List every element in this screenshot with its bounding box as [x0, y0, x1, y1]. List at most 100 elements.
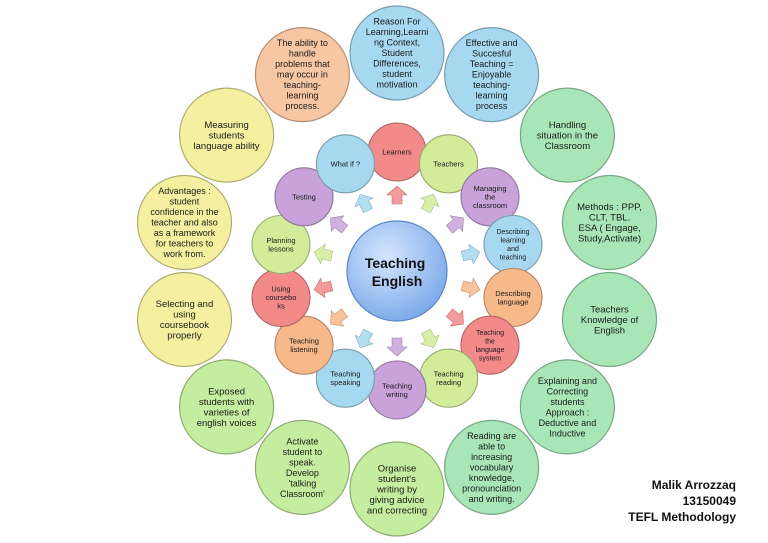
- outer-node-label-line: Succesful: [472, 49, 511, 59]
- outer-node-label-line: CLT, TBL.: [589, 213, 630, 224]
- outer-node-circle: [561, 271, 658, 368]
- arrow-icon: [460, 243, 481, 265]
- outer-node-label-line: Student: [381, 48, 413, 58]
- outer-node-label-line: Explaining and: [538, 376, 597, 386]
- outer-node-label-line: increasing: [471, 452, 512, 462]
- outer-node-label-line: Reason For: [373, 17, 420, 27]
- inner-node-label-line: Learners: [382, 148, 412, 157]
- outer-node-label-line: vocabulary: [470, 463, 514, 473]
- outer-node-label-line: student's: [378, 474, 416, 485]
- outer-node-label-line: Study,Activate): [578, 234, 641, 245]
- inner-node-label-line: Describing: [495, 289, 530, 298]
- arrow-icon: [354, 194, 374, 214]
- outer-node-circle: [179, 87, 275, 183]
- outer-node-label-line: speak.: [289, 457, 316, 467]
- outer-node: Methods : PPP,CLT, TBL.ESA ( Engage,Stud…: [561, 174, 658, 271]
- inner-node: Learners: [367, 122, 427, 182]
- inner-node-label-line: Teaching: [382, 381, 412, 390]
- outer-node-label-line: Correcting: [547, 386, 589, 396]
- outer-node-label-line: students with: [199, 397, 254, 408]
- inner-node-label-line: Teaching: [289, 337, 319, 346]
- inner-node-circle: [460, 315, 520, 375]
- outer-node-label-line: Enjoyable: [472, 70, 512, 80]
- outer-node-circle: [349, 5, 445, 101]
- outer-node-circle: [179, 359, 275, 455]
- outer-node-label-line: knowledge,: [469, 473, 515, 483]
- outer-node-label-line: process: [476, 101, 508, 111]
- outer-node-label-line: student: [170, 197, 200, 207]
- outer-node-label: Methods : PPP,CLT, TBL.ESA ( Engage,Stud…: [577, 202, 642, 245]
- outer-node-label-line: English: [594, 325, 625, 336]
- center-node: Teaching English: [346, 220, 448, 322]
- outer-node-label-line: Approach :: [546, 407, 590, 417]
- inner-node-label-line: coursebo: [266, 293, 297, 302]
- inner-node-label-line: Teaching: [476, 330, 504, 337]
- credit-name: Malik Arrozzaq: [651, 478, 736, 492]
- outer-node-label-line: Differences,: [373, 59, 421, 69]
- outer-node-label-line: Measuring: [204, 120, 248, 131]
- outer-node-label-line: situation in the: [537, 130, 598, 141]
- inner-node-label-line: classroom: [473, 201, 507, 210]
- arrow-icon: [420, 194, 440, 214]
- inner-node-label-line: the: [485, 338, 495, 345]
- arrow-icon: [313, 277, 334, 299]
- outer-node-label-line: giving advice: [370, 495, 425, 506]
- outer-node-circle: [519, 359, 616, 455]
- inner-node-label-line: What if ?: [331, 159, 361, 168]
- outer-node-label-line: Organise: [378, 463, 417, 474]
- arrow-icon: [386, 337, 408, 357]
- outer-node-circle: [561, 174, 658, 271]
- inner-node-label-line: Teaching: [434, 370, 464, 379]
- inner-node-label: What if ?: [331, 159, 361, 168]
- inner-node-label-line: Planning: [266, 236, 295, 245]
- outer-node-circle: [254, 419, 350, 515]
- outer-node-label-line: student to: [283, 447, 323, 457]
- outer-node-label-line: teaching-: [284, 80, 321, 90]
- outer-node-label-line: for teachers to: [156, 239, 214, 249]
- inner-node-label-line: writing: [385, 390, 408, 399]
- arrow-icon: [330, 308, 349, 327]
- outer-node-circle: [444, 419, 540, 515]
- outer-node-label-line: teacher and also: [151, 218, 218, 228]
- outer-node-label-line: Deductive and: [539, 418, 597, 428]
- outer-node-label-line: student: [382, 69, 412, 79]
- outer-node-label-line: Reading are: [467, 431, 516, 441]
- inner-node-circle: [274, 315, 334, 375]
- inner-node-label-line: speaking: [330, 378, 360, 387]
- arrow-icon: [445, 215, 464, 234]
- outer-node-label-line: Classroom': [280, 489, 325, 499]
- inner-node-label-line: learning: [501, 238, 526, 245]
- inner-node-label-line: the: [485, 192, 495, 201]
- svg-text:Teaching English: Teaching English: [365, 255, 429, 289]
- arrow-icon: [420, 328, 440, 348]
- outer-node-label-line: and writing.: [469, 494, 515, 504]
